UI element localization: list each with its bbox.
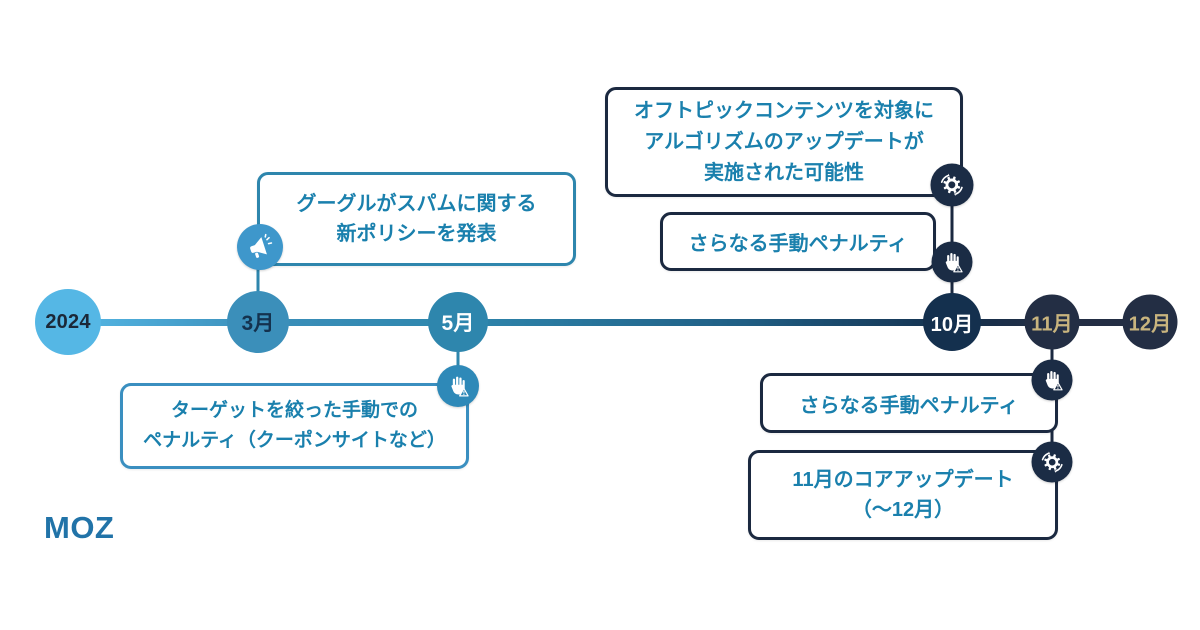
node-label: 2024 bbox=[45, 310, 91, 333]
callout-november-manual: さらなる手動ペナルティ bbox=[760, 373, 1058, 433]
callout-text-line: （～12月） bbox=[851, 499, 955, 521]
callout-november-core: 11月のコアアップデート （～12月） bbox=[748, 450, 1058, 540]
callout-text-line: さらなる手動ペナルティ bbox=[688, 233, 908, 255]
timeline-node-2024: 2024 bbox=[35, 289, 101, 355]
callout-text-line: オフトピックコンテンツを対象に bbox=[634, 99, 934, 122]
timeline-node-november: 11月 bbox=[1024, 294, 1080, 350]
callout-text-line: さらなる手動ペナルティ bbox=[799, 394, 1019, 417]
callout-text-line: ターゲットを絞った手動での bbox=[170, 400, 418, 421]
node-label: 3月 bbox=[241, 312, 275, 335]
connector-march bbox=[256, 246, 260, 324]
callout-text-line: アルゴリズムのアップデートが bbox=[644, 130, 924, 153]
gear-icon bbox=[930, 163, 974, 207]
callout-text-line: 11月のコアアップデート bbox=[792, 469, 1014, 491]
connector-may bbox=[456, 324, 460, 388]
node-label: 5月 bbox=[441, 312, 475, 335]
megaphone-icon bbox=[237, 224, 283, 270]
gear-icon bbox=[1031, 441, 1073, 483]
node-label: 12月 bbox=[1128, 313, 1172, 336]
hand-stop-icon bbox=[437, 365, 479, 407]
callout-text-line: 実施された可能性 bbox=[704, 161, 864, 184]
callout-text-line: 新ポリシーを発表 bbox=[336, 223, 497, 245]
callout-text-line: ペナルティ（クーポンサイトなど） bbox=[143, 430, 446, 451]
moz-logo: MOZ bbox=[44, 510, 115, 545]
callout-text-line: グーグルがスパムに関する bbox=[296, 193, 537, 215]
callout-october-manual: さらなる手動ペナルティ bbox=[660, 212, 936, 271]
timeline-node-may: 5月 bbox=[428, 292, 488, 352]
node-label: 10月 bbox=[930, 313, 974, 336]
node-label: 11月 bbox=[1031, 313, 1073, 336]
hand-stop-icon bbox=[931, 241, 973, 283]
timeline-axis bbox=[68, 319, 1150, 326]
callout-march-policy: グーグルがスパムに関する 新ポリシーを発表 bbox=[257, 172, 576, 266]
callout-may-manual: ターゲットを絞った手動での ペナルティ（クーポンサイトなど） bbox=[120, 383, 469, 469]
callout-october-algorithm: オフトピックコンテンツを対象に アルゴリズムのアップデートが 実施された可能性 bbox=[605, 87, 963, 197]
timeline-node-october: 10月 bbox=[923, 293, 981, 351]
timeline-node-march: 3月 bbox=[227, 291, 289, 353]
timeline-node-december: 12月 bbox=[1122, 294, 1178, 350]
hand-stop-icon bbox=[1031, 359, 1073, 401]
